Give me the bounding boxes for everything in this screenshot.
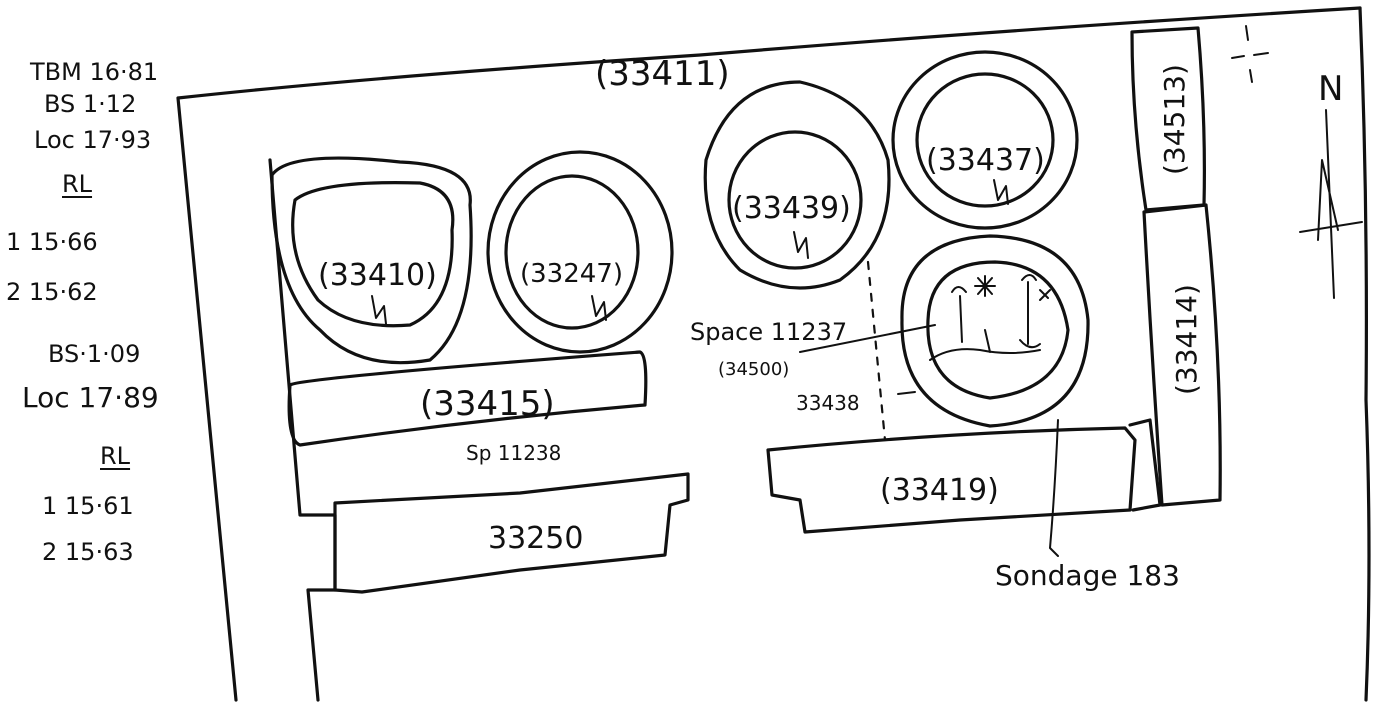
pit-33247-slope-mark [591,295,607,321]
wall-33414 [1142,203,1222,507]
structure-right-edge [1358,6,1371,702]
structure-outline [176,6,1362,702]
survey-note-reading-2a: 1 15·61 [42,492,134,520]
survey-note-reading-2b: 2 15·63 [42,538,134,566]
survey-note-reading-1b: 2 15·62 [6,278,98,306]
context-label-pit-33439: (33439) [732,191,851,226]
context-label-wall-33414: (33414) [1170,284,1203,395]
wall-33250 [333,472,690,594]
sondage-leader [1049,419,1059,557]
survey-note-loc-2: Loc 17·89 [22,381,159,414]
sondage-pit-outer [900,234,1090,428]
context-label-pit-33410: (33410) [318,258,437,293]
context-label-wall-33415: (33415) [420,384,555,424]
pit-33437-slope-mark [993,179,1009,205]
context-label-wall-33419: (33419) [880,473,999,508]
pit-33439-inner [727,130,863,270]
space-label-11237: Space 11237 [690,318,847,346]
pit-33410-outer [270,156,473,365]
pit-33410-inner [291,181,455,328]
survey-note-rl-2: RL [100,442,131,470]
survey-note-bs-1: BS 1·12 [44,90,137,118]
pit-33247-inner [504,174,640,330]
context-label-pit-33247: (33247) [520,259,623,289]
survey-note-loc-1: Loc 17·93 [34,126,152,154]
inner-room-left-wall [268,158,337,702]
north-arrow: N [1299,69,1363,299]
context-label-top-wall: (33411) [595,54,730,94]
context-label-pit-33437: (33437) [926,143,1045,178]
context-label-wall-33250: 33250 [488,521,583,556]
pit-33437-inner [915,72,1055,208]
svg-text:N: N [1318,69,1343,109]
space-label-11238: Sp 11238 [466,441,561,465]
wall-33414-junction [1128,418,1162,512]
context-label-34500: (34500) [718,359,789,380]
pit-33437-outer [891,50,1079,230]
pit-33439-slope-mark [793,231,809,259]
section-line [866,260,887,442]
sondage-pit-inner [926,260,1070,400]
survey-note-bs-2: BS·1·09 [48,340,141,368]
grid-cross-marker [1231,25,1269,83]
survey-note-tbm: TBM 16·81 [30,58,159,86]
pit-33410-slope-mark [371,295,387,325]
pit-33439-outer [703,80,891,290]
survey-note-reading-1a: 1 15·66 [6,228,98,256]
leader-33438 [897,391,916,395]
context-label-33438: 33438 [796,391,860,415]
wall-33419 [766,426,1137,534]
context-label-wall-34513: (34513) [1158,64,1191,175]
sondage-pit-detail [929,274,1051,361]
sondage-label: Sondage 183 [995,559,1180,592]
leader-34500 [799,324,936,353]
wall-33415 [287,350,648,447]
survey-note-rl-1: RL [62,170,93,198]
pit-33247-outer [486,150,674,354]
